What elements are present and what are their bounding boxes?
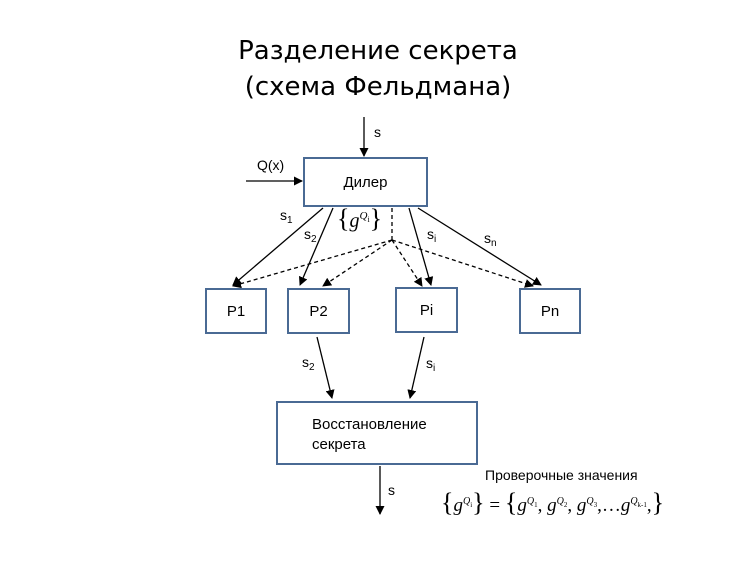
participant-pi: Pi <box>395 287 458 333</box>
share-arrow-p1 <box>232 207 324 286</box>
verification-caption: Проверочные значения <box>485 467 638 483</box>
share-arrow-p2 <box>299 207 334 286</box>
diagram-title-line1: Разделение секрета <box>238 36 518 66</box>
broadcast-arrow-p2 <box>322 239 393 287</box>
broadcast-arrow-p1 <box>232 239 393 289</box>
dealer-label: Дилер <box>343 173 388 191</box>
secret-output-label: s <box>388 482 395 498</box>
recovery-arrow-p2 <box>316 336 335 399</box>
share-label-s2: s2 <box>304 226 317 245</box>
participant-pn: Pn <box>519 288 581 334</box>
share-arrow-pi <box>408 207 434 286</box>
secret-recovery-box: Восстановление секрета <box>276 401 478 465</box>
share-label-s1: s1 <box>280 207 293 226</box>
polynomial-label: Q(x) <box>257 157 285 173</box>
recovery-arrow-pi <box>407 336 425 399</box>
share-label-si: si <box>427 226 437 245</box>
recovery-label-line2: секрета <box>312 436 366 453</box>
participant-p2: P2 <box>287 288 350 334</box>
secret-input-label: s <box>374 124 381 140</box>
recovery-label-si: si <box>426 355 436 374</box>
broadcast-arrow-pi <box>391 239 423 287</box>
commitment-label: {gQi} <box>337 204 383 233</box>
dealer-box: Дилер <box>303 157 428 207</box>
diagram-title-line2: (схема Фельдмана) <box>244 72 512 102</box>
recovery-label-s2: s2 <box>302 354 315 373</box>
participant-p1: P1 <box>205 288 267 334</box>
recovery-label-line1: Восстановление <box>312 416 427 433</box>
share-label-sn: sn <box>484 230 497 249</box>
verification-formula: {gQi} = {gQ1, gQ2, gQ3,…gQk-1,} <box>441 488 665 517</box>
share-arrow-pn <box>417 207 542 286</box>
broadcast-arrow-pn <box>391 239 534 288</box>
